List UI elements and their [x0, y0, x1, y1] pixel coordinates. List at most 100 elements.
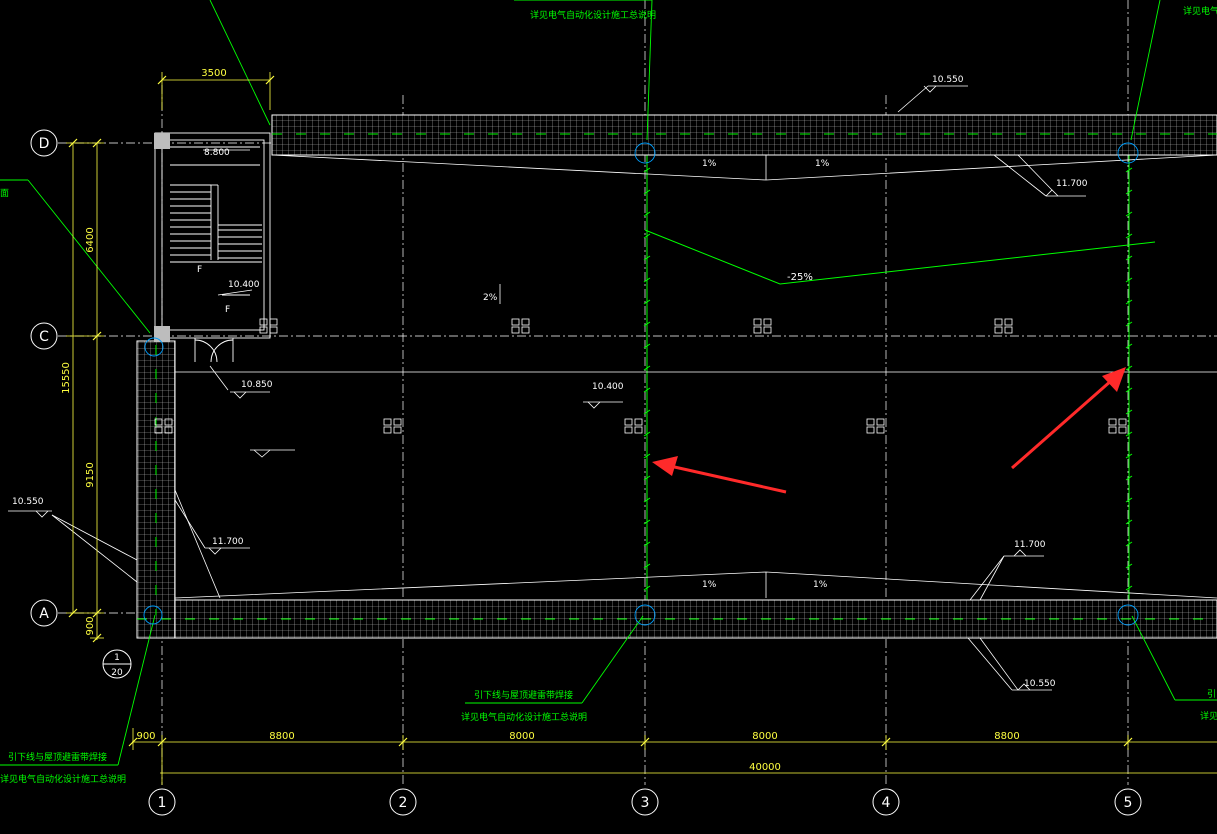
roof-drains [154, 318, 1127, 434]
roof-drain [269, 318, 278, 326]
elev-parapet-bottom-right: 10.550 [1024, 679, 1056, 689]
dim-left-ca: 9150 [85, 462, 96, 487]
roof-drain [1108, 418, 1117, 426]
lightning-belt [137, 133, 1217, 620]
roof-drain [1108, 426, 1117, 434]
roof-drain [259, 318, 268, 326]
red-arrow-left [652, 456, 787, 494]
downconductor-tick [1125, 233, 1133, 239]
dim-left-bottom: 900 [85, 616, 96, 635]
downconductor-tick [643, 343, 651, 349]
axis-label-C: C [39, 329, 49, 345]
roof-drain [994, 326, 1003, 334]
axis-label-2: 2 [399, 795, 408, 811]
elevation-texts: 8.800 10.400 10.850 10.400 10.550 10.550… [12, 75, 1088, 689]
note-bottom-right-2: 详见 [1200, 710, 1217, 722]
dim-span-2: 8000 [509, 731, 534, 742]
detail-callout-number: 1 [114, 653, 120, 663]
roof-drain [753, 326, 762, 334]
note-bottom-center-2: 详见电气自动化设计施工总说明 [461, 711, 587, 723]
roof-drain [383, 418, 392, 426]
downconductor-tick [1125, 585, 1133, 591]
downconductor-tick [643, 365, 651, 371]
dim-left-dc: 6400 [85, 227, 96, 252]
downconductor-ticks [643, 167, 1133, 591]
roof-drain [866, 426, 875, 434]
roof-drain [521, 326, 530, 334]
downconductor-tick [1125, 321, 1133, 327]
downconductor-tick [1125, 277, 1133, 283]
axis-label-4: 4 [882, 795, 891, 811]
elev-gutter-bottom: 11.700 [1014, 540, 1046, 550]
slope-top-right: 1% [815, 159, 830, 169]
dim-top-width: 3500 [201, 68, 226, 79]
note-left-edge: 面 [0, 188, 9, 199]
downconductor-tick [643, 321, 651, 327]
downconductor-tick [643, 167, 651, 173]
slope-roof: 2% [483, 293, 498, 303]
roof-drain [763, 318, 772, 326]
elev-gutter-top: 11.700 [1056, 179, 1088, 189]
downconductor-tick [643, 585, 651, 591]
axis-bubbles [30, 129, 1142, 816]
slope-texts: 1% 1% 1% 1% 2% -25% F F [197, 159, 830, 590]
dim-span-1: 8800 [269, 731, 294, 742]
axis-label-A: A [39, 606, 49, 622]
roof-drain [624, 426, 633, 434]
downconductor-tick [1125, 387, 1133, 393]
downconductor-lines [646, 150, 1130, 610]
downconductor-tick [643, 299, 651, 305]
axis-label-1: 1 [158, 795, 167, 811]
slope-ramp: -25% [787, 272, 813, 283]
note-bottom-left-1: 引下线与屋顶避雷带焊接 [8, 751, 107, 763]
downconductor-tick [1125, 211, 1133, 217]
slope-bottom-left: 1% [702, 580, 717, 590]
note-bottom-left-2: 详见电气自动化设计施工总说明 [0, 773, 126, 785]
dimension-texts: 3500 8800 8000 8000 8800 900 40000 15550… [61, 68, 1020, 773]
downconductor-tick [643, 211, 651, 217]
roof-drain [164, 426, 173, 434]
roof-drain [634, 426, 643, 434]
downconductor-tick [643, 431, 651, 437]
dim-span-3: 8000 [752, 731, 777, 742]
roof-drain [1118, 426, 1127, 434]
downconductor-tick [1125, 497, 1133, 503]
elev-parapet-top-right: 10.550 [932, 75, 964, 85]
note-top-right: 详见电气自 [1183, 5, 1217, 17]
red-arrow-right [1011, 367, 1126, 470]
downconductor-tick [1125, 409, 1133, 415]
elevation-leaders [8, 85, 1086, 691]
annotation-arrows [652, 367, 1126, 494]
elev-door-level: 10.850 [241, 380, 273, 390]
roof-drain [634, 418, 643, 426]
note-circles [143, 142, 1139, 626]
axis-labels: 1 2 3 4 5 D C A 1 20 [39, 136, 1133, 811]
elev-stair-landing: 10.400 [228, 280, 260, 290]
roof-drain [1118, 418, 1127, 426]
axis-label-5: 5 [1124, 795, 1133, 811]
parapet-top [271, 114, 1217, 156]
slope-bottom-right: 1% [813, 580, 828, 590]
downconductor-tick [1125, 541, 1133, 547]
roof-drainage-lines [174, 154, 1217, 599]
stair-up-mark-2: F [225, 305, 230, 315]
elev-roof-mid: 10.400 [592, 382, 624, 392]
axis-label-3: 3 [641, 795, 650, 811]
downconductor-tick [643, 387, 651, 393]
note-bottom-center-1: 引下线与屋顶避雷带焊接 [474, 689, 573, 701]
dimension-ticks [68, 75, 1133, 747]
note-top-center: 详见电气自动化设计施工总说明 [530, 9, 656, 21]
roof-drain [1004, 318, 1013, 326]
downconductor-tick [643, 541, 651, 547]
downconductor-tick [643, 277, 651, 283]
roof-drain [269, 326, 278, 334]
roof-drain [154, 418, 163, 426]
stair-up-mark-1: F [197, 265, 202, 275]
parapet-inner-lines [175, 154, 1217, 601]
downconductor-tick [643, 563, 651, 569]
downconductor-tick [643, 519, 651, 525]
dim-left-outer: 15550 [61, 362, 72, 394]
dim-span-4: 8800 [994, 731, 1019, 742]
downconductor-tick [1125, 563, 1133, 569]
roof-drain [876, 426, 885, 434]
